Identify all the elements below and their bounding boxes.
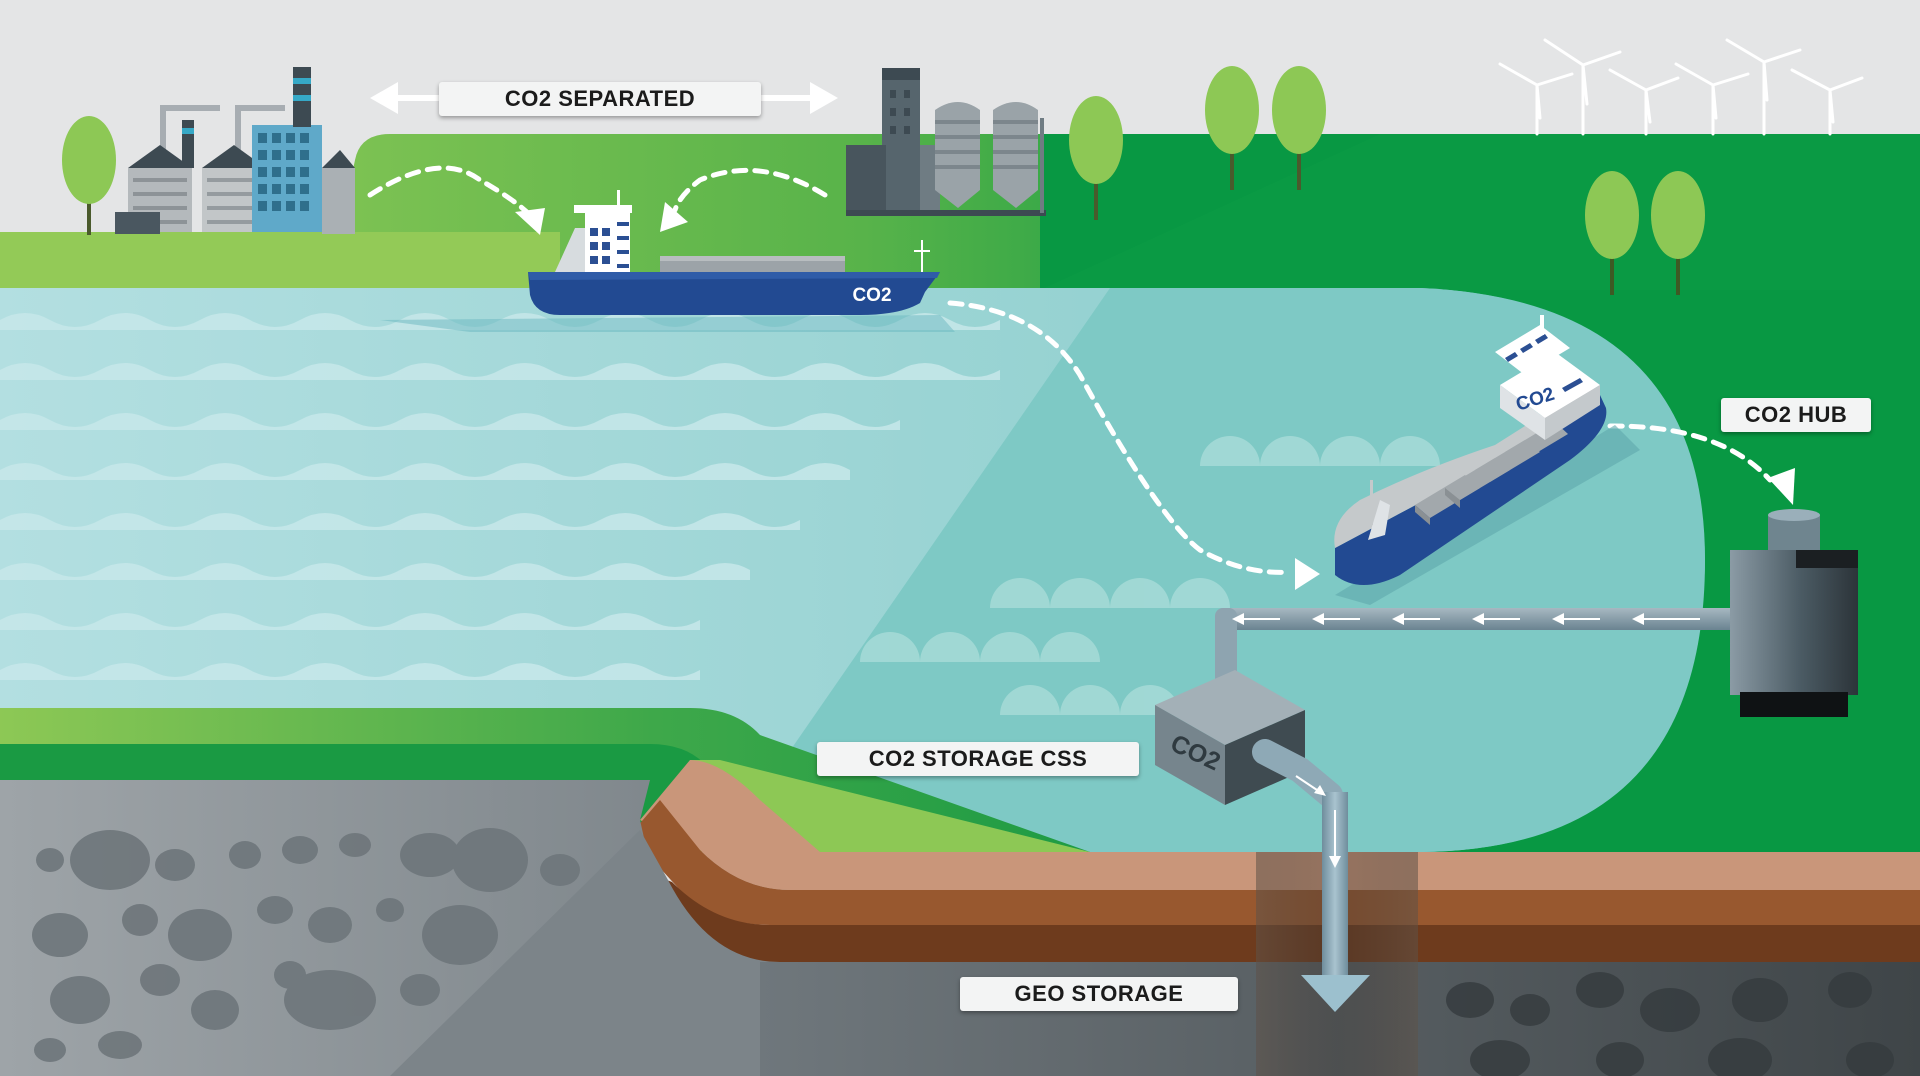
pipeline-arrows: [1232, 613, 1700, 625]
trees: [62, 66, 1705, 295]
pebbles: [32, 828, 580, 1062]
hub-tower-icon: [1730, 509, 1858, 717]
soil-light: [640, 760, 1920, 890]
flow-factory-to-ship: [367, 165, 533, 218]
wind-turbine-icon: [1498, 62, 1574, 136]
wind-turbine-icon: [1725, 38, 1802, 136]
co2-separated-label: CO2 SEPARATED: [439, 82, 761, 116]
tree-icon: [1651, 171, 1705, 295]
tree-icon: [1069, 96, 1123, 220]
wind-turbine-icon: [1543, 38, 1622, 136]
tree-icon: [1272, 66, 1326, 190]
small-ship-co2-label: CO2: [852, 285, 891, 306]
flow-lines: [367, 165, 1773, 575]
arrowhead-icon: [515, 208, 545, 235]
soil-dark: [640, 870, 1920, 962]
wind-turbine-icon: [1674, 62, 1750, 136]
arrowhead-icon: [660, 202, 688, 232]
co2-hub-label: CO2 HUB: [1721, 398, 1871, 432]
wind-turbine-icon: [1608, 68, 1680, 136]
wind-turbine-icon: [1790, 68, 1864, 136]
tree-icon: [1205, 66, 1259, 190]
deep-pebbles: [1446, 972, 1894, 1076]
injection-pipe: [1252, 739, 1370, 1012]
rock-shadow: [390, 830, 780, 1076]
soil-mid: [630, 800, 1920, 925]
tree-icon: [62, 116, 116, 235]
wind-turbines: [1498, 38, 1864, 136]
land-diagonal: [1040, 134, 1920, 290]
small-ship-icon: CO2: [380, 190, 955, 332]
flow-plant-to-ship: [672, 167, 828, 213]
arrowhead-icon: [1295, 558, 1320, 590]
plant-icon: [846, 68, 1046, 216]
flow-ship-to-hub: [1607, 423, 1773, 483]
geo-storage-label: GEO STORAGE: [960, 977, 1238, 1011]
arrowhead-icon: [1768, 468, 1795, 505]
co2-storage-css-label: CO2 STORAGE CSS: [817, 742, 1139, 776]
flow-arrowheads: [515, 202, 1795, 590]
bay-clouds: [860, 436, 1440, 715]
left-bank: [0, 232, 560, 290]
bay: [720, 288, 1705, 852]
large-ship-icon: CO2: [1334, 315, 1640, 605]
flow-ship-to-bay: [947, 300, 1293, 575]
factory-icon: [115, 67, 355, 234]
tree-icon: [1585, 171, 1639, 295]
